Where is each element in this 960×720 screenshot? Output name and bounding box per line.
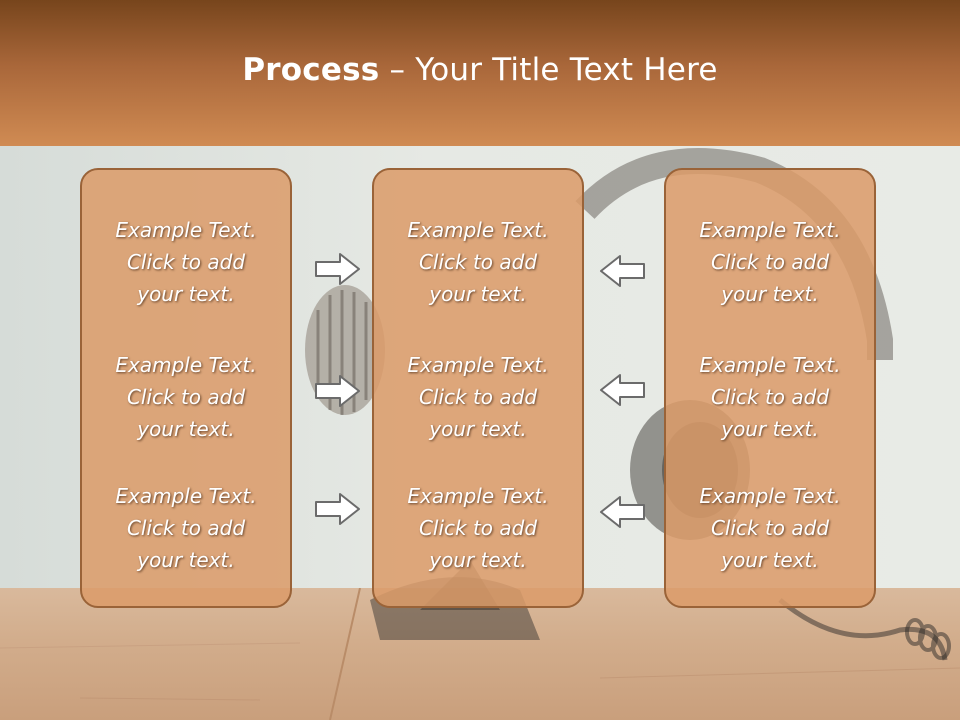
arrow-left-icon (600, 496, 645, 528)
arrow-right-icon (315, 375, 360, 407)
text-line: your text. (721, 548, 819, 572)
text-block[interactable]: Example Text. Click to add your text. (82, 349, 290, 445)
text-line: Click to add (126, 250, 246, 274)
text-line: Click to add (126, 516, 246, 540)
process-box-center[interactable]: Example Text. Click to add your text. Ex… (372, 168, 584, 608)
text-line: Example Text. (699, 218, 841, 242)
text-block[interactable]: Example Text. Click to add your text. (374, 349, 582, 445)
text-line: your text. (721, 282, 819, 306)
title-rest: – Your Title Text Here (379, 52, 718, 88)
text-line: Click to add (126, 385, 246, 409)
process-box-left[interactable]: Example Text. Click to add your text. Ex… (80, 168, 292, 608)
arrow-right-icon (315, 253, 360, 285)
slide-title[interactable]: Process – Your Title Text Here (0, 52, 960, 88)
text-line: Example Text. (699, 484, 841, 508)
text-line: Click to add (710, 385, 830, 409)
text-line: Example Text. (115, 353, 257, 377)
text-block[interactable]: Example Text. Click to add your text. (82, 480, 290, 576)
text-block[interactable]: Example Text. Click to add your text. (666, 214, 874, 310)
text-block[interactable]: Example Text. Click to add your text. (82, 214, 290, 310)
text-line: Example Text. (407, 484, 549, 508)
text-line: your text. (721, 417, 819, 441)
text-line: your text. (429, 548, 527, 572)
text-line: your text. (429, 417, 527, 441)
text-line: Click to add (418, 385, 538, 409)
text-line: Example Text. (699, 353, 841, 377)
text-block[interactable]: Example Text. Click to add your text. (374, 214, 582, 310)
text-line: Example Text. (407, 218, 549, 242)
title-bold: Process (242, 52, 380, 88)
table-wood-grain (0, 588, 960, 720)
title-bar (0, 0, 960, 146)
text-block[interactable]: Example Text. Click to add your text. (374, 480, 582, 576)
text-line: your text. (137, 282, 235, 306)
text-line: Click to add (710, 516, 830, 540)
text-line: Example Text. (407, 353, 549, 377)
text-line: your text. (137, 548, 235, 572)
text-line: your text. (137, 417, 235, 441)
arrow-left-icon (600, 255, 645, 287)
text-line: Click to add (418, 250, 538, 274)
arrow-left-icon (600, 374, 645, 406)
text-block[interactable]: Example Text. Click to add your text. (666, 349, 874, 445)
text-line: Click to add (418, 516, 538, 540)
text-block[interactable]: Example Text. Click to add your text. (666, 480, 874, 576)
text-line: your text. (429, 282, 527, 306)
process-box-right[interactable]: Example Text. Click to add your text. Ex… (664, 168, 876, 608)
arrow-right-icon (315, 493, 360, 525)
text-line: Example Text. (115, 218, 257, 242)
text-line: Example Text. (115, 484, 257, 508)
text-line: Click to add (710, 250, 830, 274)
